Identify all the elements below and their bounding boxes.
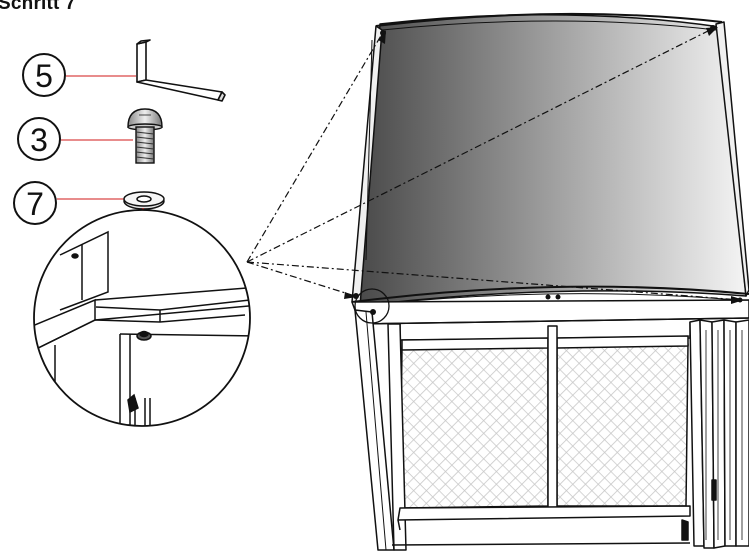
target-lines <box>246 27 742 301</box>
callout-3-circle <box>17 117 61 161</box>
callout-3-number: 3 <box>30 122 48 158</box>
button-head-screw-icon <box>127 108 163 164</box>
washer-icon <box>123 191 165 210</box>
callout-5-number: 5 <box>35 58 53 94</box>
mesh-panel-left <box>399 345 549 509</box>
callout-3: 3 <box>17 117 133 161</box>
hex-key-icon <box>136 39 226 102</box>
callout-7-number: 7 <box>26 186 44 222</box>
mesh-panel-right <box>556 343 689 507</box>
callout-5: 5 <box>22 53 136 97</box>
callout-5-circle <box>22 53 66 97</box>
zoom-location-marker <box>354 288 390 324</box>
step-title: Schritt 7 <box>0 0 76 14</box>
roof-panel <box>359 13 747 307</box>
callout-7: 7 <box>13 181 124 225</box>
callout-7-circle <box>13 181 57 225</box>
target-arrowheads <box>344 27 744 304</box>
detail-magnifier <box>33 209 251 427</box>
canopy-structure <box>351 12 749 551</box>
